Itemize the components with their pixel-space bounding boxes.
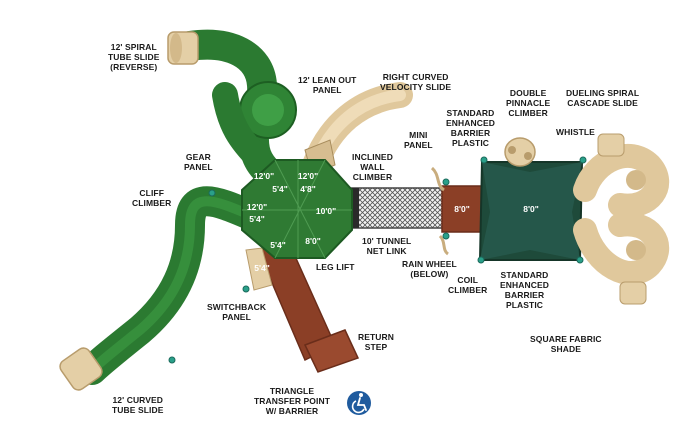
label-leg-lift: LEG LIFT <box>316 262 355 272</box>
coil-climber <box>430 166 449 256</box>
height-label: 12'0" <box>298 171 318 181</box>
square-fabric-shade <box>478 161 584 261</box>
dueling-spiral-slide <box>573 133 670 305</box>
height-label: 8'0" <box>305 236 321 246</box>
height-label: 5'4" <box>272 184 288 194</box>
height-label: 4'8" <box>300 184 316 194</box>
curved-tube-slide <box>59 186 265 391</box>
transfer-ramp <box>245 244 360 373</box>
height-label: 10'0" <box>316 206 336 216</box>
label-rain-wheel: RAIN WHEEL(BELOW) <box>402 259 457 279</box>
height-label: 8'0" <box>454 204 470 214</box>
post-caps <box>168 156 587 364</box>
tunnel-net <box>344 187 446 229</box>
height-label: 12'0" <box>254 171 274 181</box>
height-label: 12'0" <box>247 202 267 212</box>
main-deck <box>241 159 353 259</box>
height-label: 8'0" <box>523 204 539 214</box>
height-label: 5'4" <box>254 263 270 273</box>
connector-deck <box>441 185 483 233</box>
label-whistle: WHISTLE <box>556 127 595 137</box>
wheelchair-accessibility-icon <box>347 391 371 415</box>
double-pinnacle-climber <box>504 137 536 167</box>
height-label: 5'4" <box>270 240 286 250</box>
spiral-tube-slide <box>167 29 297 195</box>
height-label: 5'4" <box>249 214 265 224</box>
